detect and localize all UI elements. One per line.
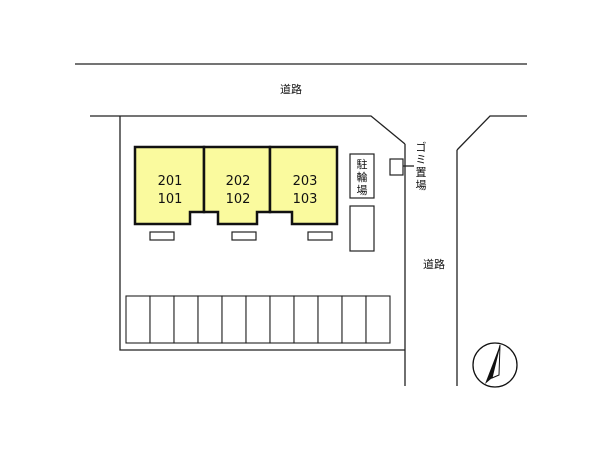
parking-space bbox=[341, 295, 367, 344]
parking-space bbox=[269, 295, 295, 344]
parking-space bbox=[197, 295, 223, 344]
parking-space bbox=[149, 295, 175, 344]
unit-1-outdoor-unit bbox=[149, 231, 175, 241]
site-boundary bbox=[119, 116, 405, 351]
garbage-area-box bbox=[389, 158, 404, 176]
unit-203-103 bbox=[268, 145, 339, 226]
garbage-area-label-3: 置 bbox=[416, 166, 427, 179]
parking-space bbox=[365, 295, 391, 344]
unit-1-lower-number: 101 bbox=[158, 192, 183, 207]
building: 201 101 202 102 203 103 bbox=[133, 145, 339, 241]
top-road-lower-edge bbox=[90, 115, 406, 145]
bicycle-parking-label-2: 輪 bbox=[357, 170, 368, 184]
unit-1-upper-number: 201 bbox=[158, 174, 183, 189]
parking-space bbox=[173, 295, 199, 344]
top-road-right-corner bbox=[456, 115, 527, 151]
right-road-label: 道路 bbox=[423, 257, 445, 271]
garbage-area-label-1: ゴ bbox=[416, 140, 427, 154]
unit-3-upper-number: 203 bbox=[293, 174, 318, 189]
parking-space bbox=[125, 295, 151, 344]
unit-3-lower-number: 103 bbox=[293, 192, 318, 207]
parking-space bbox=[221, 295, 247, 344]
unit-2-outdoor-unit bbox=[231, 231, 257, 241]
unit-2-lower-number: 102 bbox=[226, 192, 251, 207]
parking-space bbox=[317, 295, 343, 344]
top-road-label: 道路 bbox=[280, 82, 302, 96]
north-arrow-icon bbox=[472, 342, 518, 388]
parking-space bbox=[245, 295, 271, 344]
parking-lot bbox=[125, 295, 391, 344]
parking-space bbox=[293, 295, 319, 344]
unit-2-upper-number: 202 bbox=[226, 174, 251, 189]
bicycle-parking-label-3: 場 bbox=[357, 184, 368, 197]
unit-3-outdoor-unit bbox=[307, 231, 333, 241]
garbage-area-label-4: 場 bbox=[416, 179, 427, 192]
bicycle-parking bbox=[349, 153, 375, 199]
bicycle-parking-label-1: 駐 bbox=[357, 157, 368, 171]
storage-box bbox=[349, 205, 375, 252]
garbage-area-label-2: ミ bbox=[416, 153, 427, 166]
